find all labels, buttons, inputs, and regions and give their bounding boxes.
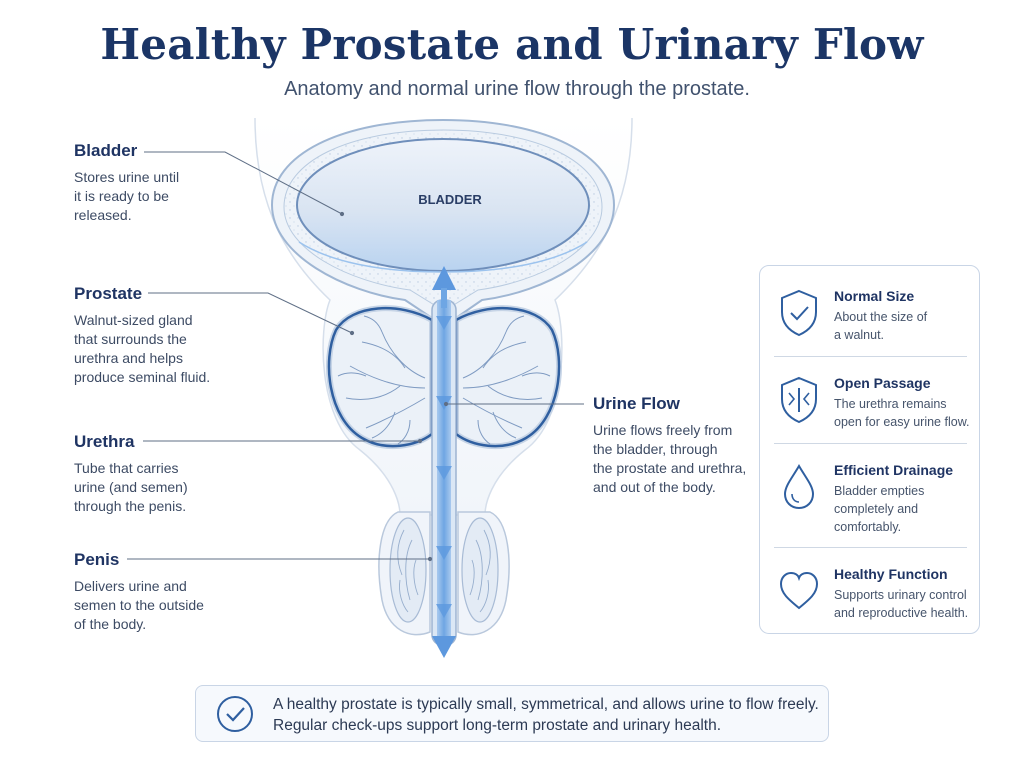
water-drop-icon [783, 464, 815, 510]
benefit-line: Supports urinary control [834, 588, 967, 602]
callout-heading: Prostate [74, 284, 143, 303]
leader-lines [127, 151, 584, 562]
summary-line: Regular check-ups support long-term pros… [273, 717, 722, 734]
page-subtitle: Anatomy and normal urine flow through th… [284, 78, 750, 100]
benefit-line: completely and [834, 502, 919, 516]
callout-line: Delivers urine and [74, 578, 187, 594]
divider [774, 547, 967, 548]
penis-structure [378, 511, 510, 636]
urine-flow-arrows [432, 266, 456, 658]
bladder-label: BLADDER [418, 192, 482, 207]
callout-heading: Urethra [74, 432, 135, 451]
check-circle-icon [217, 696, 253, 732]
benefit-description: About the size of a walnut. [834, 308, 974, 344]
callout-heading: Bladder [74, 141, 138, 160]
summary-line: A healthy prostate is typically small, s… [273, 696, 819, 713]
callout-line: of the body. [74, 616, 147, 632]
callout-line: Walnut-sized gland [74, 312, 193, 328]
shield-flow-icon [781, 376, 817, 424]
callout-description: Tube that carries urine (and semen) thro… [74, 459, 224, 516]
shield-check-icon [781, 289, 817, 337]
callout-line: Tube that carries [74, 460, 179, 476]
callout-line: urethra and helps [74, 350, 183, 366]
benefit-line: and reproductive health. [834, 606, 969, 620]
callout-heading: Urine Flow [593, 394, 680, 413]
callout-heading: Penis [74, 550, 120, 569]
divider [774, 443, 967, 444]
benefit-line: About the size of [834, 310, 928, 324]
summary-note: A healthy prostate is typically small, s… [195, 685, 829, 742]
callout-line: urine (and semen) [74, 479, 188, 495]
heart-icon [779, 571, 819, 610]
benefit-description: The urethra remains open for easy urine … [834, 395, 974, 431]
benefits-panel: Normal Size About the size of a walnut. … [759, 265, 980, 634]
benefit-heading: Normal Size [834, 288, 915, 304]
benefit-line: Bladder empties [834, 484, 925, 498]
prostate-gland [325, 305, 563, 450]
callout-urine-flow: Urine Flow Urine flows freely from the b… [593, 394, 763, 497]
callout-line: produce seminal fluid. [74, 369, 211, 385]
benefit-line: comfortably. [834, 520, 902, 534]
callout-prostate: Prostate Walnut-sized gland that surroun… [74, 284, 234, 387]
callout-description: Walnut-sized gland that surrounds the ur… [74, 311, 234, 387]
callout-line: through the penis. [74, 498, 187, 514]
callout-penis: Penis Delivers urine and semen to the ou… [74, 550, 224, 634]
callout-line: Urine flows freely from [593, 422, 733, 438]
callout-description: Stores urine until it is ready to be rel… [74, 168, 224, 225]
callout-line: that surrounds the [74, 331, 187, 347]
callout-bladder: Bladder Stores urine until it is ready t… [74, 141, 224, 225]
benefit-line: The urethra remains [834, 397, 947, 411]
callout-line: Stores urine until [74, 169, 180, 185]
callout-line: released. [74, 207, 132, 223]
callout-line: the prostate and urethra, [593, 460, 747, 476]
callout-description: Delivers urine and semen to the outside … [74, 577, 224, 634]
benefit-line: open for easy urine flow. [834, 415, 970, 429]
callout-urethra: Urethra Tube that carries urine (and sem… [74, 432, 224, 516]
benefit-description: Supports urinary control and reproductiv… [834, 586, 974, 622]
benefit-heading: Efficient Drainage [834, 462, 954, 478]
benefit-heading: Healthy Function [834, 566, 948, 582]
benefit-description: Bladder empties completely and comfortab… [834, 482, 974, 536]
callout-line: and out of the body. [593, 479, 716, 495]
summary-text: A healthy prostate is typically small, s… [273, 694, 819, 736]
callout-line: semen to the outside [74, 597, 204, 613]
callout-line: the bladder, through [593, 441, 718, 457]
callout-line: it is ready to be [74, 188, 169, 204]
callout-description: Urine flows freely from the bladder, thr… [593, 421, 763, 497]
divider [774, 356, 967, 357]
benefit-line: a walnut. [834, 328, 885, 342]
page-title: Healthy Prostate and Urinary Flow [100, 20, 924, 69]
benefit-heading: Open Passage [834, 375, 931, 391]
